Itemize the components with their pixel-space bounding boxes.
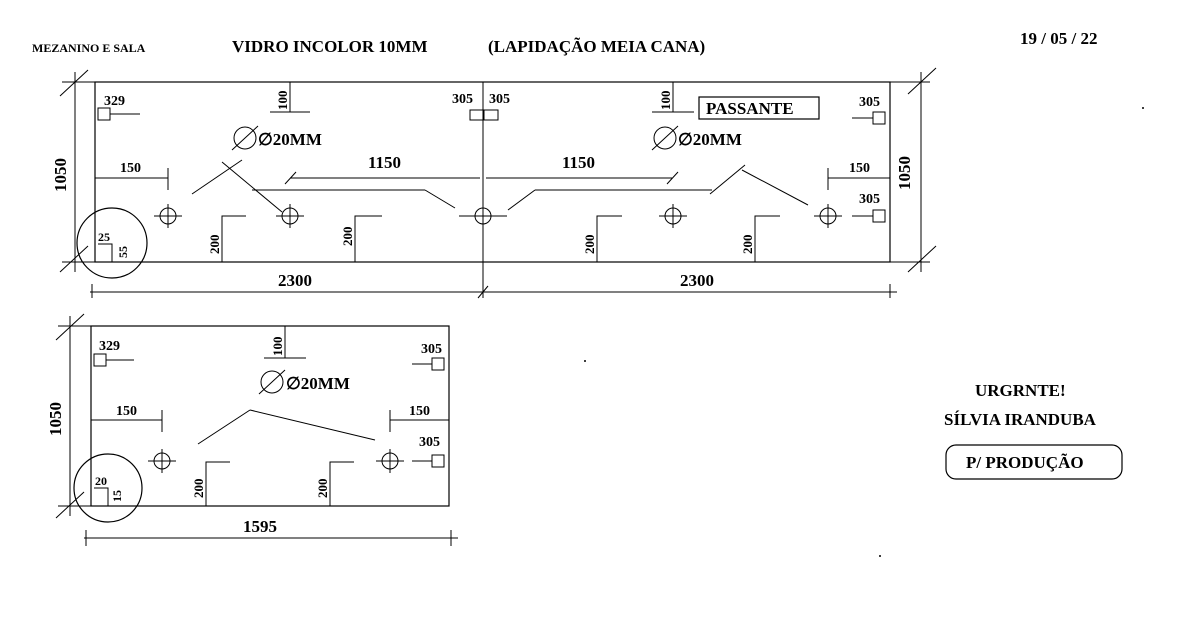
panel-2-hole-2 [376,449,404,473]
panel-1-dim-150-right: 150 [849,161,870,176]
panel-1-dim-150-left: 150 [120,161,141,176]
panel-1-diameter-left: ∅20MM [231,125,322,151]
panel-1-dim-305-top-left: 305 [452,92,473,107]
panel-1-dim-200-b: 200 [340,227,355,247]
panel-2-corner-radius [73,453,143,523]
panel-1-width-left: 2300 [278,271,312,290]
panel-1-dim-100-right: 100 [658,91,673,111]
panel-1-diameter-right: ∅20MM [651,125,742,151]
passante-label: PASSANTE [706,99,794,118]
panel-1-dim-305-right-top: 305 [859,95,880,110]
panel-2-corner-a: 20 [95,474,107,488]
panel-2-dim-200-a: 200 [191,479,206,499]
panel-2-diameter: ∅20MM [258,369,350,395]
client-note: SÍLVIA IRANDUBA [944,410,1097,429]
panel-1-dim-305-top-right: 305 [489,92,510,107]
panel-2-dim-329: 329 [99,339,120,354]
urgent-note: URGRNTE! [975,381,1066,400]
location-label: MEZANINO E SALA [32,41,146,55]
panel-2-dim-305-right: 305 [419,435,440,450]
panel-1-dim-200-a: 200 [207,235,222,255]
panel-2-hole-1 [148,449,176,473]
panel-1-outline [94,81,891,263]
panel-1-dim-100-left: 100 [275,91,290,111]
panel-1-dist-left: 1150 [368,153,401,172]
panel-1-height-label-right: 1050 [895,156,914,190]
production-box [945,444,1123,480]
panel-1-dim-200-d: 200 [740,235,755,255]
finish-label: (LAPIDAÇÃO MEIA CANA) [488,37,705,56]
glass-title: VIDRO INCOLOR 10MM [232,37,428,56]
svg-text:∅20MM: ∅20MM [286,374,350,393]
panel-1-hole-1 [154,204,182,228]
panel-1: 1050 1050 2300 2300 25 55 329 100 100 [51,67,937,299]
svg-text:∅20MM: ∅20MM [678,130,742,149]
panel-1-height-label-left: 1050 [51,158,70,192]
panel-1-dim-305-right-bottom: 305 [859,192,880,207]
date-label: 19 / 05 / 22 [1020,29,1097,48]
passante-box [698,96,820,120]
panel-1-hole-2 [276,204,304,228]
panel-2-height-label: 1050 [46,402,65,436]
panel-2-dim-200-b: 200 [315,479,330,499]
production-label: P/ PRODUÇÃO [966,453,1084,472]
panel-2-outline [90,325,450,507]
panel-1-corner-a: 25 [98,230,110,244]
panel-2: 1050 1595 20 15 329 100 305 305 150 150 [46,313,458,546]
panel-2-corner-b: 15 [110,490,124,502]
panel-1-hole-4 [659,204,687,228]
panel-1-dist-right: 1150 [562,153,595,172]
panel-2-dim-305-top: 305 [421,342,442,357]
panel-1-dim-329: 329 [104,94,125,109]
panel-2-dim-100: 100 [270,337,285,357]
panel-2-width-label: 1595 [243,517,277,536]
panel-2-dim-150-right: 150 [409,404,430,419]
panel-2-dim-150-left: 150 [116,404,137,419]
panel-1-corner-b: 55 [116,246,130,258]
panel-1-hole-5 [814,204,842,228]
panel-1-hole-3 [459,207,507,225]
panel-1-dim-200-c: 200 [582,235,597,255]
panel-1-width-right: 2300 [680,271,714,290]
svg-text:∅20MM: ∅20MM [258,130,322,149]
panel-1-corner-radius [76,207,148,279]
